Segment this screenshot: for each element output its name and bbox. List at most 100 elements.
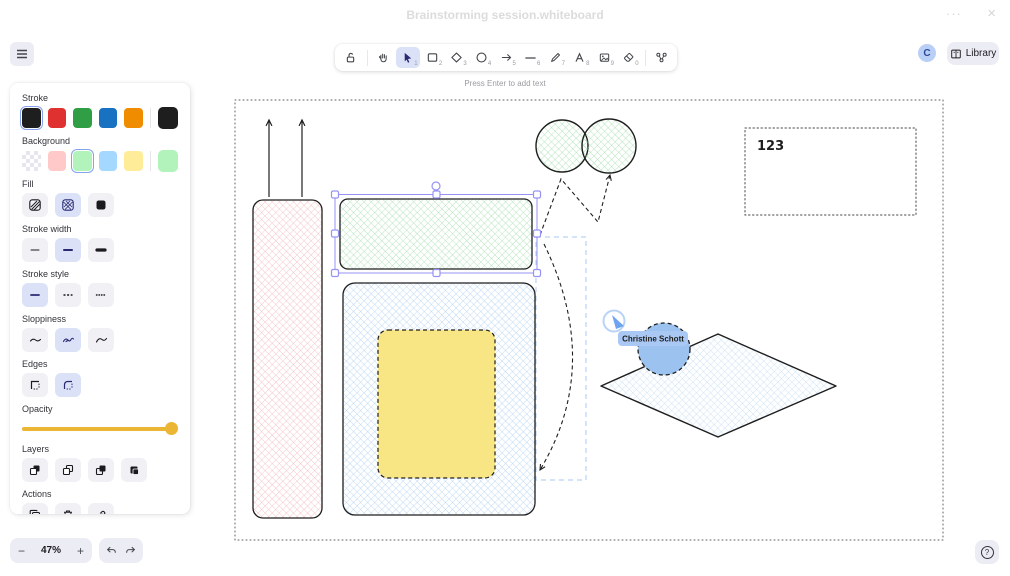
- send-to-back-button[interactable]: [22, 458, 48, 482]
- sloppiness-architect-button[interactable]: [22, 328, 48, 352]
- tool-draw[interactable]: 7: [543, 47, 567, 68]
- stroke-color-orange[interactable]: [124, 108, 143, 128]
- stroke-color-green[interactable]: [73, 108, 92, 128]
- tool-diamond[interactable]: 3: [445, 47, 469, 68]
- text-123[interactable]: 123: [757, 139, 784, 154]
- stroke-current-color[interactable]: [157, 107, 178, 129]
- fill-crosshatch-button[interactable]: [55, 193, 81, 217]
- opacity-thumb[interactable]: [165, 422, 178, 435]
- stroke-color-black[interactable]: [22, 108, 41, 128]
- document-title[interactable]: Brainstorming session.whiteboard: [406, 8, 604, 22]
- background-color-green[interactable]: [73, 151, 92, 171]
- background-section-label: Background: [22, 136, 71, 146]
- green-circle-right[interactable]: [581, 118, 637, 174]
- opacity-slider[interactable]: [22, 422, 178, 436]
- rotate-handle[interactable]: [431, 181, 441, 191]
- stroke-width-bold-button[interactable]: [55, 238, 81, 262]
- dashed-zigzag-arrow[interactable]: [539, 175, 610, 236]
- canvas-hint: Press Enter to add text: [464, 79, 546, 88]
- frame-outline[interactable]: [234, 99, 944, 541]
- stroke-style-dotted-button[interactable]: [88, 283, 114, 307]
- help-button[interactable]: ?: [975, 540, 999, 564]
- window-more-icon[interactable]: ···: [946, 6, 962, 21]
- zoom-in-button[interactable]: +: [76, 543, 84, 558]
- library-button[interactable]: Library: [947, 42, 999, 65]
- solid-line-icon: [30, 294, 40, 296]
- background-color-pink[interactable]: [47, 151, 67, 171]
- redo-icon[interactable]: [125, 545, 137, 556]
- send-backward-icon: [62, 464, 74, 476]
- background-color-row: [22, 150, 178, 172]
- tool-hand[interactable]: [372, 47, 396, 68]
- background-color-transparent[interactable]: [22, 151, 41, 171]
- background-current-color[interactable]: [157, 150, 178, 172]
- sloppiness-artist-button[interactable]: [55, 328, 81, 352]
- link-button[interactable]: [88, 503, 114, 514]
- zoom-level[interactable]: 47%: [40, 545, 61, 556]
- blue-dashed-circle[interactable]: [637, 322, 691, 376]
- fill-solid-button[interactable]: [88, 193, 114, 217]
- duplicate-icon: [29, 509, 41, 514]
- cartoonist-squiggle-icon: [95, 337, 107, 343]
- edges-row: [22, 373, 178, 397]
- edges-sharp-button[interactable]: [22, 373, 48, 397]
- send-to-back-icon: [29, 465, 40, 476]
- sloppiness-cartoonist-button[interactable]: [88, 328, 114, 352]
- layers-section-label: Layers: [22, 444, 50, 454]
- tool-selection[interactable]: 1: [396, 47, 420, 68]
- stroke-color-red[interactable]: [47, 108, 67, 128]
- tool-lock[interactable]: [339, 47, 363, 68]
- crosshatch-icon: [62, 199, 74, 211]
- stroke-width-extrabold-button[interactable]: [88, 238, 114, 262]
- delete-button[interactable]: [55, 503, 81, 514]
- blue-diamond[interactable]: [600, 333, 837, 438]
- yellow-rectangle[interactable]: [377, 329, 496, 479]
- toolbar-divider: [366, 49, 368, 66]
- zoom-out-button[interactable]: −: [18, 543, 26, 558]
- dotted-text-box[interactable]: [744, 127, 917, 216]
- window-close-icon[interactable]: ×: [987, 5, 996, 22]
- tool-eraser[interactable]: 0: [617, 47, 641, 68]
- background-color-yellow[interactable]: [124, 151, 143, 171]
- dashed-line-icon: [63, 294, 73, 296]
- send-backward-button[interactable]: [55, 458, 81, 482]
- edges-round-button[interactable]: [55, 373, 81, 397]
- tool-arrow[interactable]: 5: [494, 47, 518, 68]
- dashed-curved-arrow[interactable]: [540, 243, 574, 470]
- help-icon: ?: [980, 545, 994, 559]
- opacity-track[interactable]: [22, 427, 174, 431]
- stroke-style-dashed-button[interactable]: [55, 283, 81, 307]
- bring-to-front-button[interactable]: [121, 458, 147, 482]
- library-label: Library: [965, 48, 997, 59]
- fill-hachure-button[interactable]: [22, 193, 48, 217]
- stroke-color-blue[interactable]: [98, 108, 118, 128]
- background-color-blue[interactable]: [98, 151, 118, 171]
- blue-dashed-frame[interactable]: [535, 236, 587, 481]
- bring-forward-button[interactable]: [88, 458, 114, 482]
- actions-row: [22, 503, 178, 514]
- eraser-icon: [624, 52, 634, 62]
- tool-shapes[interactable]: [650, 47, 674, 68]
- avatar[interactable]: C: [918, 44, 936, 62]
- green-rectangle[interactable]: [339, 198, 533, 270]
- tool-text[interactable]: 8: [568, 47, 592, 68]
- pink-rectangle[interactable]: [252, 199, 323, 519]
- green-circle-left[interactable]: [535, 119, 589, 173]
- stroke-width-thin-button[interactable]: [22, 238, 48, 262]
- swatch-divider: [149, 108, 151, 128]
- tool-line[interactable]: 6: [519, 47, 543, 68]
- menu-button[interactable]: [10, 42, 34, 66]
- ellipse-icon: [476, 52, 487, 63]
- zoom-bar: − 47% +: [10, 538, 92, 563]
- duplicate-button[interactable]: [22, 503, 48, 514]
- tool-rectangle[interactable]: 2: [421, 47, 445, 68]
- tool-image[interactable]: 9: [592, 47, 616, 68]
- selection-outline[interactable]: [330, 181, 542, 278]
- collaborator-name: Christine Schott: [622, 335, 684, 344]
- undo-icon[interactable]: [105, 545, 117, 556]
- resize-handles[interactable]: [330, 190, 542, 278]
- tool-ellipse[interactable]: 4: [470, 47, 494, 68]
- arrow-icon: [501, 54, 511, 61]
- stroke-style-solid-button[interactable]: [22, 283, 48, 307]
